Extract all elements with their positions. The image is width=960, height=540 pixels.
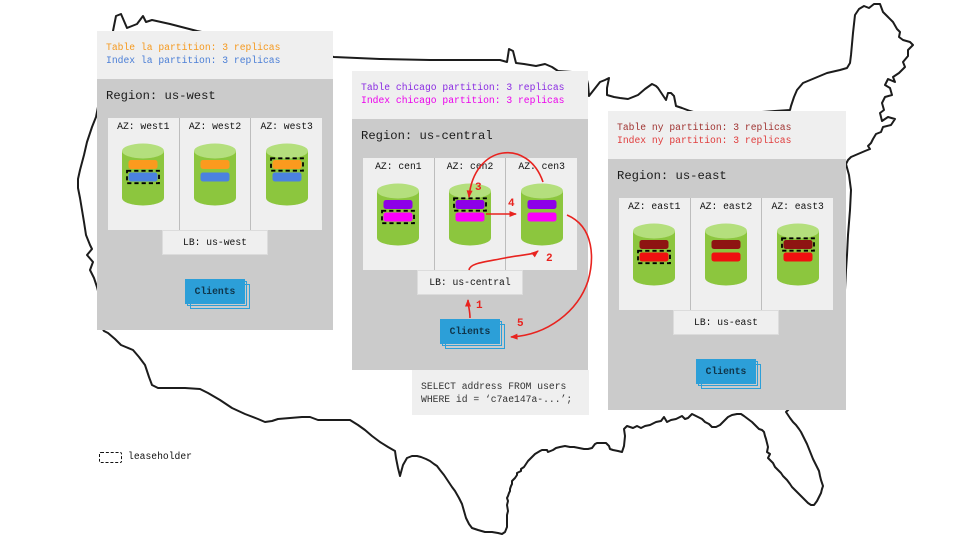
svg-text:1: 1 <box>476 300 483 312</box>
svg-text:5: 5 <box>517 318 524 330</box>
svg-text:3: 3 <box>475 182 482 194</box>
svg-text:4: 4 <box>508 198 515 210</box>
svg-text:2: 2 <box>546 253 553 265</box>
